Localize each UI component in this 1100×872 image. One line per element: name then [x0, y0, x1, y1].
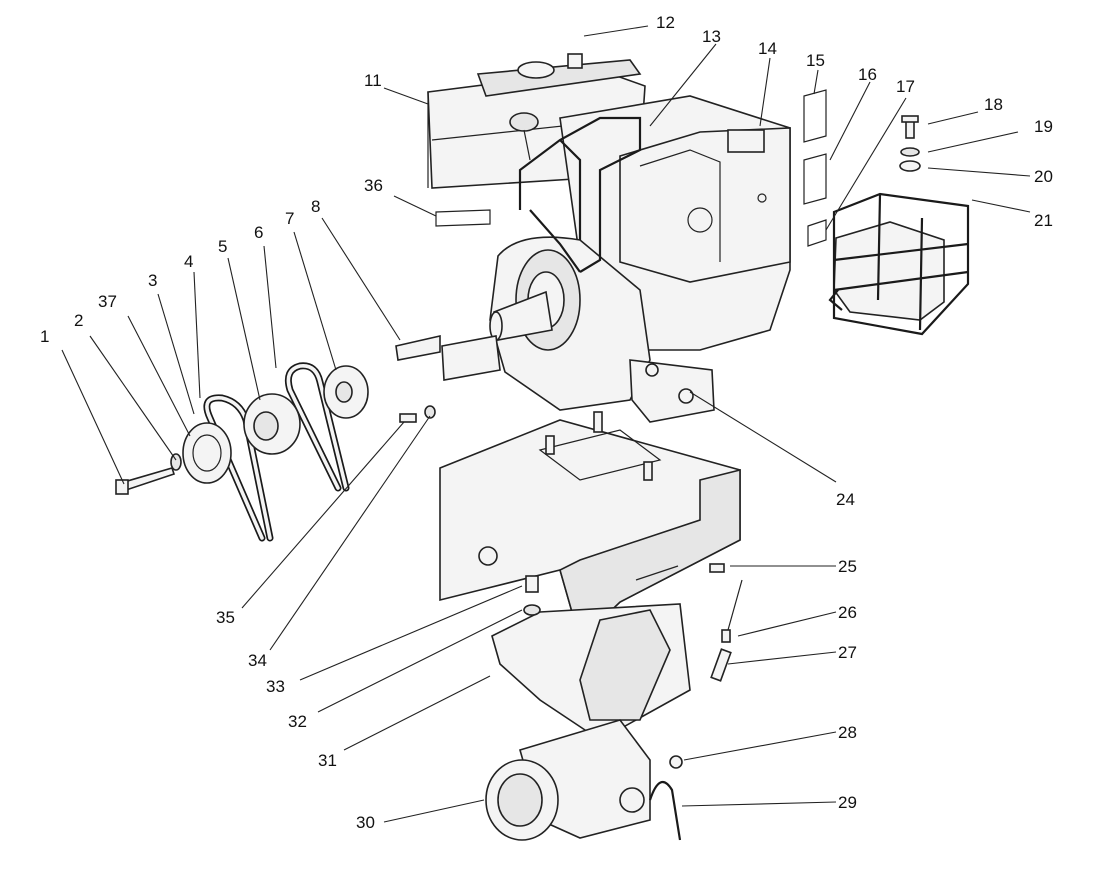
callout-36: 36: [364, 176, 383, 195]
callout-2: 2: [74, 311, 83, 330]
callout-7: 7: [285, 209, 294, 228]
callout-31: 31: [318, 751, 337, 770]
callout-35: 35: [216, 608, 235, 627]
callout-19: 19: [1034, 117, 1053, 136]
callout-34: 34: [248, 651, 267, 670]
callout-17: 17: [896, 77, 915, 96]
callout-14: 14: [758, 39, 777, 58]
callout-8: 8: [311, 197, 320, 216]
callout-13: 13: [702, 27, 721, 46]
gearcase: [485, 563, 743, 841]
callout-21: 21: [1034, 211, 1053, 230]
leader-lines: [61, 25, 1031, 823]
callout-24: 24: [836, 490, 855, 509]
callout-28: 28: [838, 723, 857, 742]
callout-27: 27: [838, 643, 857, 662]
frame: [439, 411, 741, 642]
callout-16: 16: [858, 65, 877, 84]
callout-labels: 1 2 37 3 4 5 6 7 8 11 12 13 14 15 16 17 …: [40, 13, 1053, 832]
callout-32: 32: [288, 712, 307, 731]
engine-assembly: [427, 53, 791, 423]
callout-25: 25: [838, 557, 857, 576]
callout-3: 3: [148, 271, 157, 290]
callout-11: 11: [364, 71, 382, 90]
callout-1: 1: [40, 327, 49, 346]
callout-37: 37: [98, 292, 117, 311]
callout-33: 33: [266, 677, 285, 696]
callout-15: 15: [806, 51, 825, 70]
guard-fasteners: [899, 115, 921, 172]
callout-4: 4: [184, 252, 193, 271]
callout-12: 12: [656, 13, 675, 32]
decals: [435, 89, 827, 247]
callout-26: 26: [838, 603, 857, 622]
callout-6: 6: [254, 223, 263, 242]
callout-5: 5: [218, 237, 227, 256]
muffler-guard: [828, 192, 970, 336]
callout-29: 29: [838, 793, 857, 812]
pulley-group: [115, 334, 501, 542]
callout-18: 18: [984, 95, 1003, 114]
callout-20: 20: [1034, 167, 1053, 186]
callout-30: 30: [356, 813, 375, 832]
